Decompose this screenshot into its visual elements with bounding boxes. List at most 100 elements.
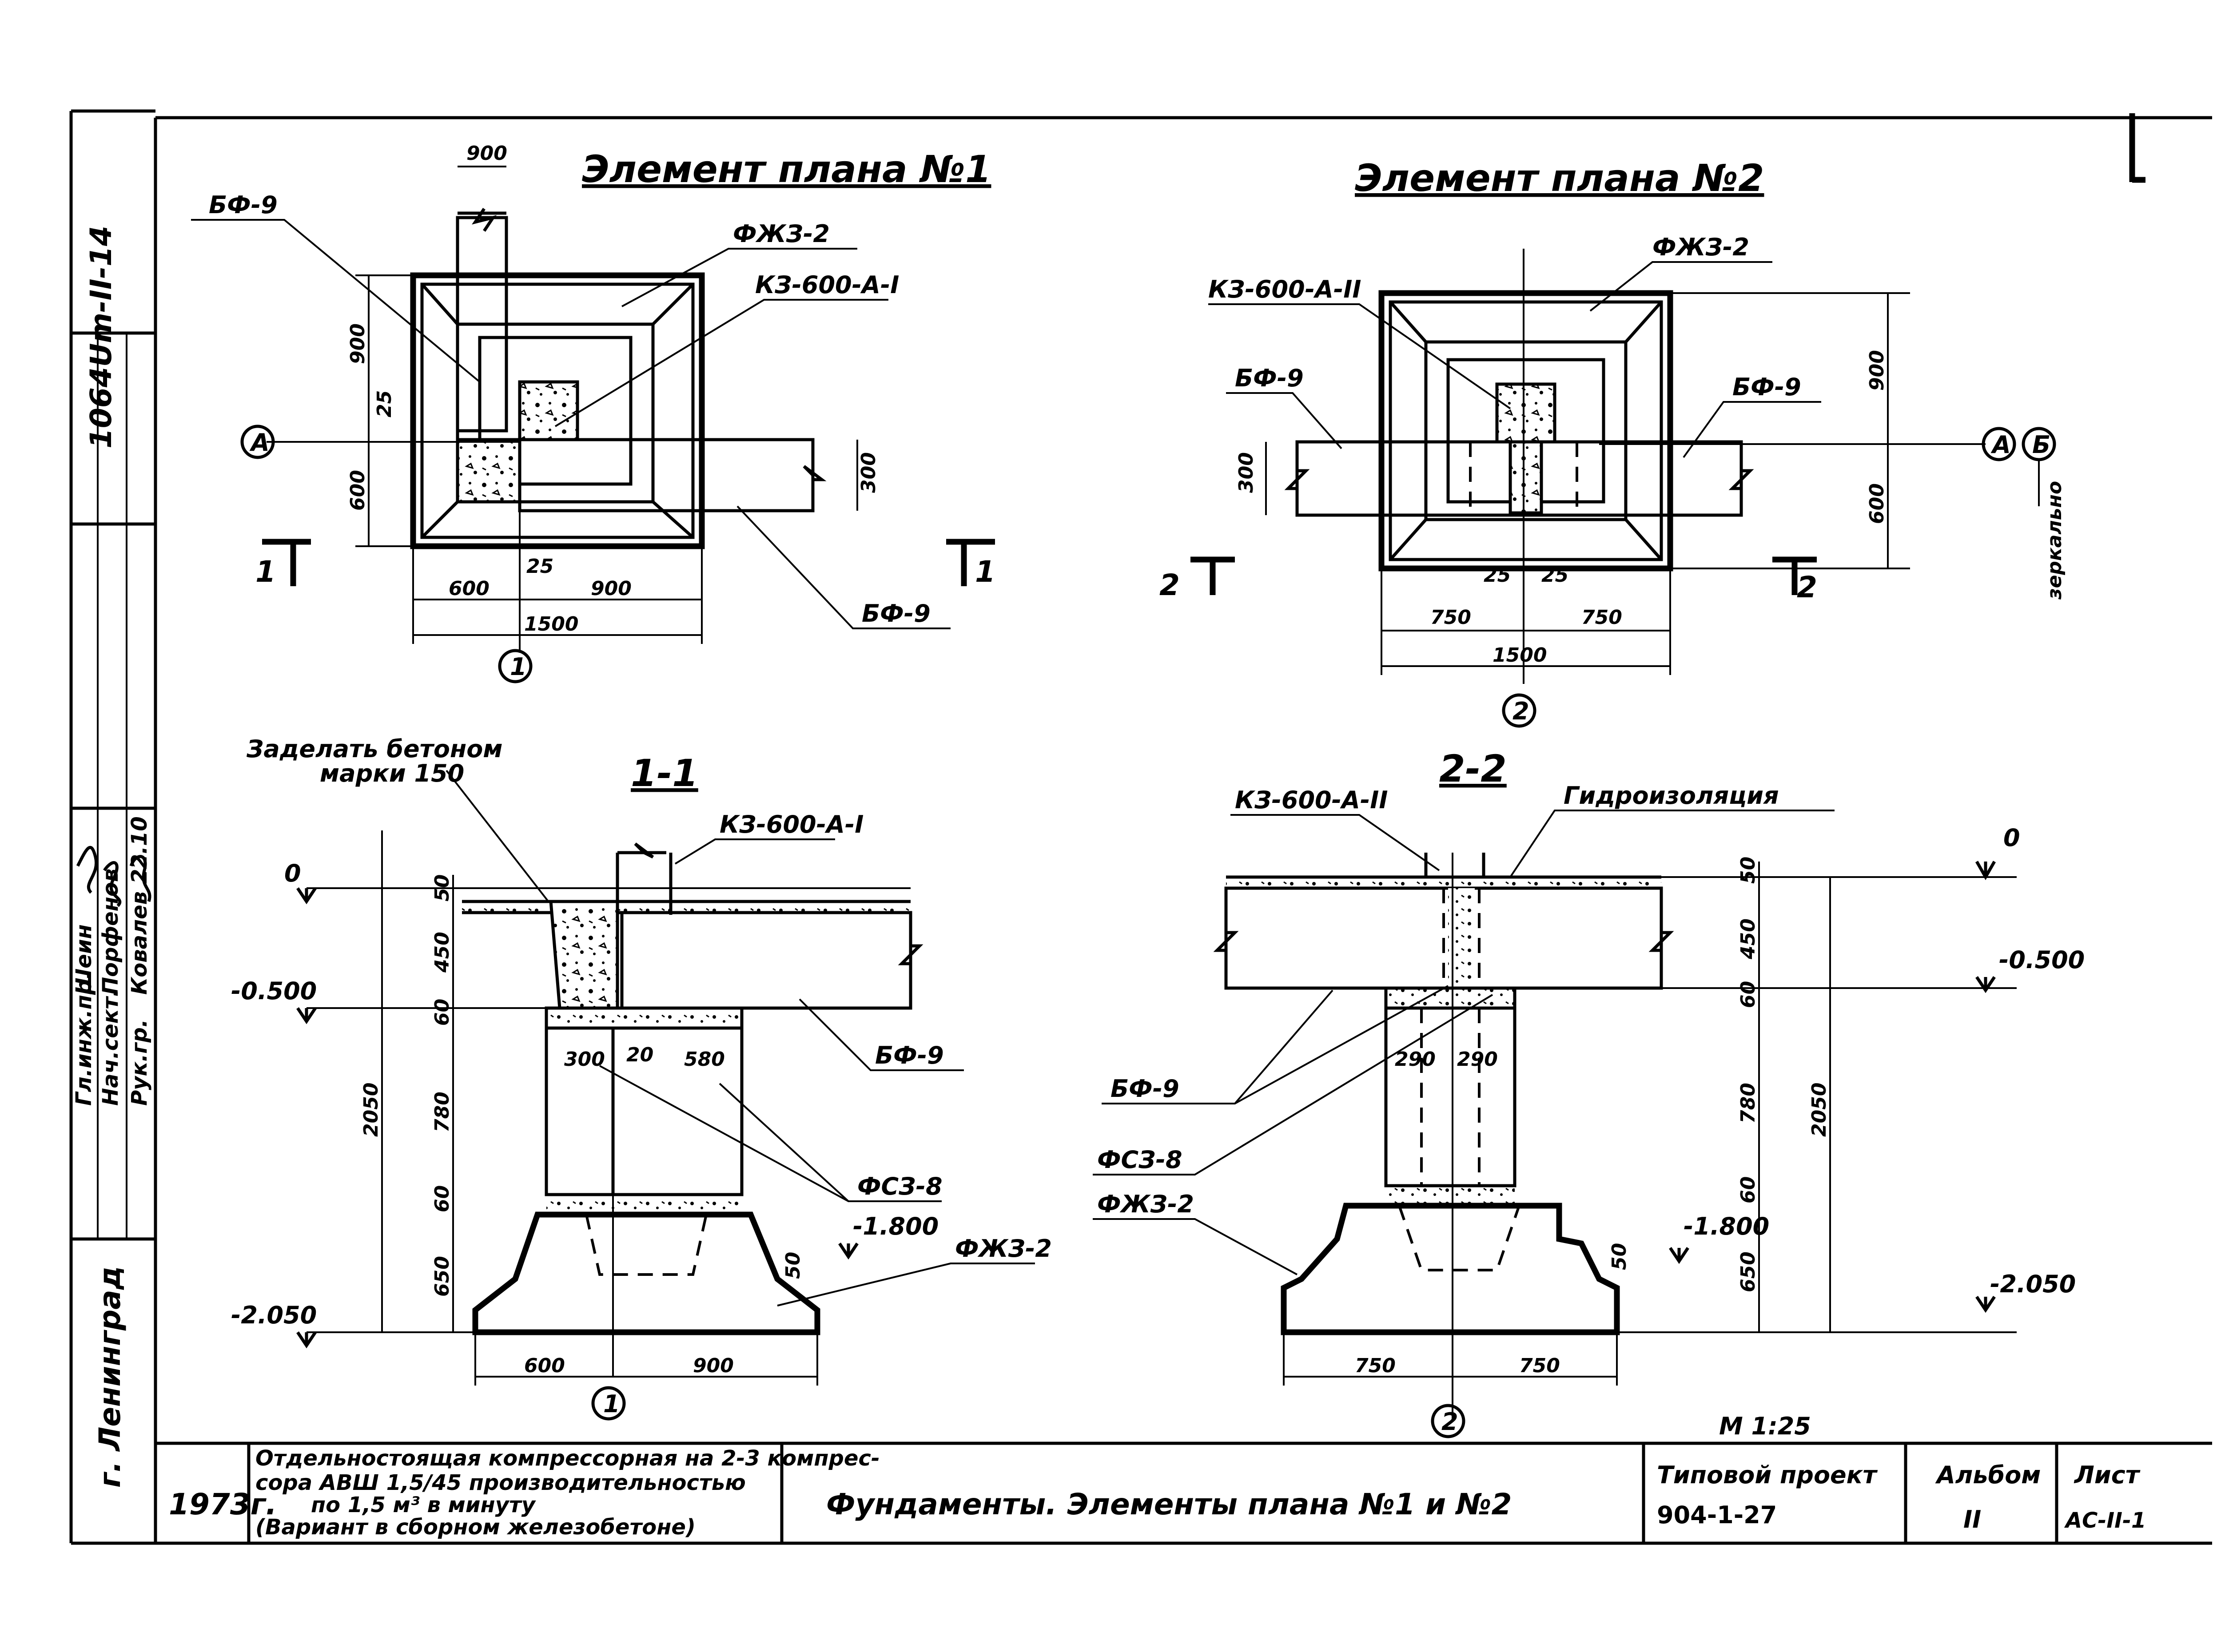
stamp-desc-4: (Вариант в сборном железобетоне) (255, 1515, 696, 1540)
sec1-level-1800: -1.800 (853, 1212, 939, 1240)
plan2-sec-left: 2 (1159, 568, 1180, 602)
sec1-dim-50b: 50 (782, 1252, 804, 1279)
stamp-city: г. Ленинград (93, 1266, 127, 1488)
sec1-dim-780: 780 (431, 1092, 454, 1132)
plan1-label-fzh: ФЖЗ-2 (733, 220, 830, 248)
sec2-label-fsz: ФСЗ-8 (1097, 1146, 1182, 1174)
sec2-dim-290a: 290 (1395, 1048, 1436, 1071)
stamp-desc-2: сора АВШ 1,5/45 производительностью (255, 1470, 746, 1495)
plan1-label-bf9-top: БФ-9 (209, 191, 278, 219)
stamp-sheet-label: Лист (2074, 1461, 2141, 1489)
stamp-album-no: II (1963, 1505, 1981, 1533)
plan1-column (518, 380, 579, 441)
stamp-desc-1: Отдельностоящая компрессорная на 2-3 ком… (255, 1446, 880, 1471)
signature-3 (129, 855, 151, 902)
sec1-label-kz: КЗ-600-А-I (720, 810, 864, 838)
sec2-level-1800: -1.800 (1684, 1212, 1769, 1240)
sec2-dim-450: 450 (1737, 918, 1759, 960)
plan1-dim-600v: 600 (346, 470, 369, 511)
sec2-level-2050: -2.050 (1990, 1270, 2076, 1298)
sec1-dim-20: 20 (626, 1044, 653, 1066)
section-1-1: 1-1 Заделать бетоном марки 150 0 -0.500 (231, 735, 1052, 1421)
sec1-dim-60b: 60 (431, 1185, 454, 1212)
plan1-sec-left: 1 (255, 555, 276, 589)
sec1-dim-650: 650 (431, 1256, 454, 1297)
signature-2 (103, 861, 122, 907)
sec1-dim-2050: 2050 (360, 1083, 382, 1137)
sec1-dim-450: 450 (431, 932, 454, 973)
scale-label: М 1:25 (1719, 1412, 1811, 1440)
plan1-title: Элемент плана №1 (582, 147, 991, 191)
plan2-dim-1500: 1500 (1493, 644, 1547, 667)
stamp-title: Фундаменты. Элементы плана №1 и №2 (826, 1487, 1512, 1521)
plan2-dim-750a: 750 (1430, 606, 1471, 629)
title-block: 1973г. Отдельностоящая компрессорная на … (155, 1442, 2212, 1543)
plan2-label-kz: КЗ-600-А-II (1208, 275, 1361, 303)
plan2-axis-2: 2 (1513, 697, 1529, 725)
sec1-level-500: -0.500 (231, 977, 317, 1005)
stamp-name-3: Ковалев (127, 891, 152, 995)
plan1-label-bf9-bottom: БФ-9 (862, 600, 931, 627)
plan1-dim-300: 300 (857, 452, 880, 493)
stamp-sheet-no: АС-II-1 (2064, 1508, 2146, 1533)
sec1-dim-900: 900 (693, 1354, 734, 1377)
sec2-level-500: -0.500 (1999, 946, 2085, 974)
sec1-axis: 1 (603, 1390, 620, 1418)
plan1-axis-A: А (249, 429, 270, 457)
sec2-dim-650: 650 (1737, 1251, 1759, 1292)
stamp-row-2: Нач.сект. (98, 989, 123, 1106)
sec1-dim-60a: 60 (431, 999, 454, 1026)
section-2-2: 2-2 0 -0.500 -1.800 -2.050 2050 (1093, 747, 2085, 1438)
sec2-dim-290b: 290 (1457, 1048, 1498, 1071)
sec2-dim-750a: 750 (1355, 1354, 1396, 1377)
plan2-title: Элемент плана №2 (1355, 156, 1764, 200)
plan1-dim-top: 900 (466, 142, 507, 165)
sec2-dim-60a: 60 (1737, 981, 1759, 1008)
plan-1: Элемент плана №1 А 1 900 600 25 (191, 142, 995, 683)
sec1-dim-600: 600 (524, 1354, 565, 1377)
plan2-dim-300: 300 (1235, 452, 1258, 493)
sec2-dim-50: 50 (1737, 857, 1759, 884)
signature-1 (76, 846, 98, 894)
sec1-note-2: марки 150 (320, 759, 464, 787)
vertical-code: 1064Um-II-14 (84, 226, 118, 449)
stamp-project-label: Типовой проект (1657, 1461, 1878, 1489)
sec2-dim-780: 780 (1737, 1083, 1759, 1124)
left-stamp: Гл.инж.пр. Нач.сект. Рук.гр. Шеин Порфен… (72, 816, 152, 1488)
plan1-label-kz: КЗ-600-А-I (755, 271, 899, 299)
plan2-dim-750b: 750 (1581, 606, 1622, 629)
sec1-dim-50: 50 (431, 874, 454, 901)
sec2-label-fzh: ФЖЗ-2 (1097, 1190, 1194, 1218)
sec1-note-1: Заделать бетоном (246, 735, 503, 763)
sec2-label-hydro: Гидроизоляция (1564, 782, 1779, 810)
plan2-label-bf9-right: БФ-9 (1732, 373, 1801, 401)
plan1-axis-1: 1 (510, 653, 527, 681)
plan1-dim-25b: 25 (526, 555, 553, 578)
sec2-dim-50b: 50 (1608, 1243, 1631, 1270)
sec2-dim-60b: 60 (1737, 1176, 1759, 1203)
plan2-label-bf9-left: БФ-9 (1235, 364, 1304, 392)
sec1-dim-580: 580 (684, 1048, 725, 1071)
stamp-year: 1973г. (169, 1487, 277, 1521)
stamp-desc-3: по 1,5 м³ в минуту (311, 1493, 536, 1517)
sec2-axis: 2 (1441, 1408, 1458, 1436)
plan1-dim-1500: 1500 (524, 613, 578, 635)
plan1-sec-right: 1 (975, 555, 995, 589)
sec1-level-0: 0 (284, 859, 301, 887)
plan1-dim-900v: 900 (346, 323, 369, 364)
plan2-dim-900: 900 (1866, 350, 1888, 391)
stamp-row-1: Гл.инж.пр. (72, 971, 96, 1106)
plan2-dim-600: 600 (1866, 483, 1888, 524)
plan2-column (1495, 382, 1556, 444)
sec1-level-2050: -2.050 (231, 1301, 317, 1329)
sec1-title: 1-1 (631, 751, 698, 795)
stamp-project-no: 904-1-27 (1657, 1501, 1777, 1529)
sec1-label-bf9: БФ-9 (875, 1041, 944, 1069)
sec1-label-fzh: ФЖЗ-2 (955, 1235, 1052, 1263)
sec2-level-0: 0 (2003, 824, 2020, 852)
plan2-axis-B: Б (2032, 431, 2050, 459)
plan2-sec-right: 2 (1797, 570, 1817, 604)
stamp-date: 22.10 (127, 816, 152, 884)
plan1-dim-600: 600 (449, 577, 490, 600)
